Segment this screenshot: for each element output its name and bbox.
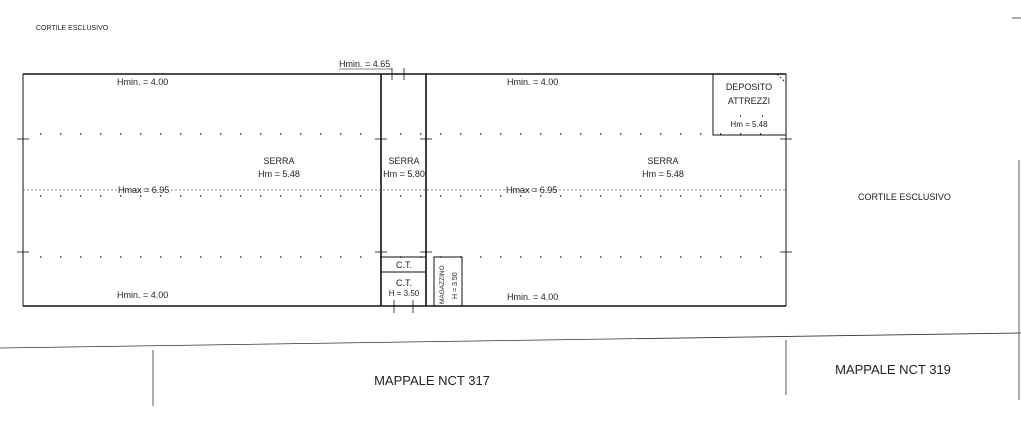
hmin-bottom-left: Hmin. = 4.00 (117, 290, 168, 300)
magazzino-box (433, 256, 463, 307)
serra-left-label: SERRA (263, 156, 294, 166)
hmin-top-left: Hmin. = 4.00 (117, 77, 168, 87)
ct-top-label: C.T. (396, 260, 412, 270)
hmin-top-right: Hmin. = 4.00 (507, 77, 558, 87)
deposito-attrezzi-box (712, 73, 787, 136)
hmax-left: Hmax = 6.95 (118, 185, 169, 195)
ct-bottom-label: C.T. (396, 278, 412, 288)
hmin-bottom-right: Hmin. = 4.00 (507, 292, 558, 302)
serra-center-label: SERRA (388, 156, 419, 166)
ct-height: H = 3.50 (389, 289, 420, 298)
deposito-label-2: ATTREZZI (728, 96, 770, 106)
deposito-label-1: DEPOSITO (726, 82, 772, 92)
deposito-hm: Hm = 5.48 (730, 120, 768, 129)
hmin-top-center: Hmin. = 4.65 (339, 59, 390, 69)
cortile-label-top: CORTILE ESCLUSIVO (36, 25, 109, 32)
magazzino-height: H = 3.50 (452, 272, 459, 299)
mappale-317-label: MAPPALE NCT 317 (374, 373, 490, 388)
serra-right-label: SERRA (647, 156, 678, 166)
side-ticks (17, 138, 792, 253)
cortile-label-right: CORTILE ESCLUSIVO (858, 192, 951, 202)
hmax-right: Hmax = 6.95 (506, 185, 557, 195)
serra-right-hm: Hm = 5.48 (642, 169, 684, 179)
dotted-rows (40, 133, 780, 258)
serra-center-hm: Hm = 5.80 (383, 169, 425, 179)
mappale-319-label: MAPPALE NCT 319 (835, 362, 951, 377)
serra-left-hm: Hm = 5.48 (258, 169, 300, 179)
ct-box (380, 256, 427, 307)
magazzino-label: MAGAZZINO (439, 265, 446, 304)
boundary-lines (0, 17, 1021, 406)
